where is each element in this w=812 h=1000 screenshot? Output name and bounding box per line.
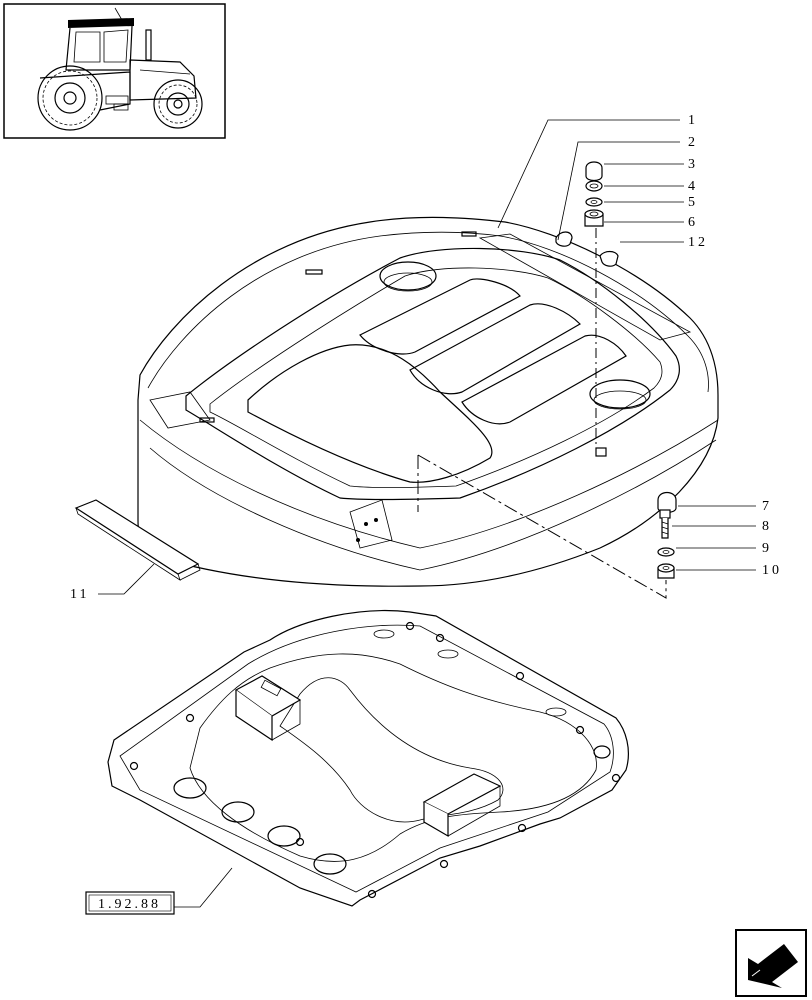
callout-12: 12 (688, 235, 708, 250)
fastener-parts (555, 161, 677, 579)
reference-box[interactable]: 1.92.88 (85, 891, 175, 915)
reference-label: 1.92.88 (98, 897, 161, 912)
seal-strip (74, 499, 201, 581)
callout-9: 9 (762, 541, 772, 556)
callout-8: 8 (762, 519, 772, 534)
tractor-icon (37, 7, 203, 131)
callout-2: 2 (688, 135, 698, 150)
callout-1: 1 (688, 113, 698, 128)
callout-11: 11 (70, 587, 89, 602)
callout-10: 10 (762, 563, 782, 578)
callout-5: 5 (688, 195, 698, 210)
callout-6: 6 (688, 215, 698, 230)
callout-4: 4 (688, 179, 698, 194)
roof-panel (137, 216, 719, 587)
headliner-panel (107, 610, 629, 907)
alignment-line (417, 454, 667, 599)
leader-lines (98, 119, 756, 908)
callout-labels: 1 2 3 4 5 6 12 7 8 9 10 11 (70, 113, 782, 602)
callout-7: 7 (762, 499, 772, 514)
arrow-icon[interactable] (735, 929, 807, 997)
callout-3: 3 (688, 157, 698, 172)
